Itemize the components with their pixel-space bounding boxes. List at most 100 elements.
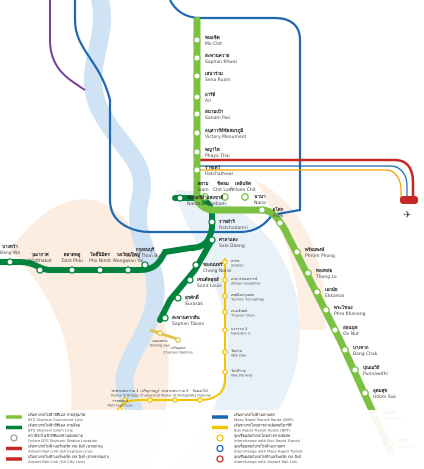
- station-name-thai: พร้อมพงษ์: [305, 246, 324, 253]
- silom-station[interactable]: [176, 194, 184, 202]
- sukhumvit-station[interactable]: [193, 166, 201, 174]
- brt-station-name-english: Wat Pariwat: [231, 374, 253, 378]
- silom-station[interactable]: [208, 218, 216, 226]
- sukhumvit-station[interactable]: [304, 269, 312, 277]
- station-name-english: Bang Chak: [353, 351, 378, 357]
- brt-station[interactable]: [222, 327, 228, 333]
- brt-station[interactable]: [172, 397, 178, 403]
- sukhumvit-station[interactable]: [193, 129, 201, 137]
- station-name-english: Ekkamai: [325, 293, 344, 299]
- brt-station-name-thai: นราราม 3: [231, 327, 247, 331]
- brt-station[interactable]: [147, 397, 153, 403]
- station-name-english: Ratchadamri: [219, 225, 248, 231]
- station-name-english: Saint Louis: [197, 283, 222, 289]
- station-name-thai: สยาม: [198, 181, 209, 187]
- sukhumvit-station[interactable]: [341, 346, 349, 354]
- sukhumvit-station[interactable]: [258, 206, 266, 214]
- silom-station[interactable]: [161, 314, 169, 322]
- gold-station-name-thai: เจริญนคร: [170, 346, 185, 350]
- silom-station[interactable]: [192, 261, 200, 269]
- legend-symbol: [216, 434, 224, 442]
- sukhumvit-station[interactable]: [313, 288, 321, 296]
- station-name-thai: กรุงธนบุรี: [136, 247, 155, 253]
- legend-label-thai: เส้นทางรถไฟฟ้าบีทีเอส สายสีลม: [28, 423, 81, 428]
- brt-station[interactable]: [222, 369, 228, 375]
- silom-station[interactable]: [36, 266, 44, 274]
- sukhumvit-station[interactable]: [193, 110, 201, 118]
- station-name-thai: ช่องนนทรี: [203, 262, 223, 268]
- brt-station[interactable]: [222, 277, 228, 283]
- watermark-blue-arc: [170, 190, 300, 469]
- sukhumvit-station[interactable]: [331, 326, 339, 334]
- station-name-english: Sanam Pao: [205, 115, 230, 121]
- brt-station[interactable]: [197, 397, 203, 403]
- brt-station-name-english: Thanon Chan: [230, 314, 255, 318]
- sukhumvit-station[interactable]: [193, 72, 201, 80]
- brt-station[interactable]: [222, 309, 228, 315]
- station-name-thai: เซนต์หลุยส์: [197, 276, 219, 283]
- sukhumvit-station[interactable]: [276, 219, 284, 227]
- silom-station[interactable]: [141, 261, 149, 269]
- brt-station-name-thai: ถนนจันทน์: [231, 309, 248, 313]
- brt-station[interactable]: [222, 349, 228, 355]
- gold-station[interactable]: [175, 337, 181, 343]
- legend-label-english: Airport Rail Link (SA Express Line): [28, 449, 93, 454]
- brt-station-name-thai: วัดดอกไม้: [192, 388, 208, 393]
- sukhumvit-station[interactable]: [221, 193, 229, 201]
- silom-station[interactable]: [124, 266, 132, 274]
- station-name-thai: พระโขนง: [334, 304, 353, 311]
- station-name-thai: บางจาก: [353, 345, 369, 351]
- silom-station[interactable]: [68, 266, 76, 274]
- legend-label-thai: สถานีรถไฟฟ้าบีทีเอสส่วนต่อขยาย: [28, 433, 83, 438]
- silom-station[interactable]: [96, 266, 104, 274]
- station-name-thai: เอกมัย: [325, 287, 338, 293]
- station-name-thai: สนามกีฬาแห่งชาติ: [187, 194, 223, 201]
- station-name-english: Ratchathewi: [205, 171, 233, 177]
- station-name-english: On Nut: [343, 331, 359, 337]
- brt-station-name-english: Nararam 3: [231, 332, 250, 336]
- sukhumvit-station[interactable]: [351, 366, 359, 374]
- legend-label-english: Future BTS Skytrain Station Location: [28, 438, 98, 443]
- brt-station-name-english: Wat Dan: [231, 354, 246, 358]
- airport-rail-link: [195, 158, 415, 198]
- gold-station-name-thai: คลองสาน: [152, 339, 168, 343]
- station-name-english: Chit Lom: [213, 187, 233, 193]
- silom-station[interactable]: [208, 236, 216, 244]
- sukhumvit-station[interactable]: [193, 54, 201, 62]
- legend-label-english: Airport Rail Link (SA City Line): [28, 459, 86, 464]
- station-name-english: Punnawithi: [363, 371, 388, 377]
- silom-station[interactable]: [186, 276, 194, 284]
- brt-station-name-english: Rama IX Bridge: [161, 394, 190, 398]
- sukhumvit-station[interactable]: [193, 36, 201, 44]
- brt-station-name-english: Wat Dokmai: [189, 394, 211, 398]
- station-name-thai: อุดมสุข: [373, 388, 387, 394]
- silom-station[interactable]: [6, 258, 14, 266]
- station-name-english: Mo Chit: [205, 41, 222, 47]
- sukhumvit-station[interactable]: [201, 193, 209, 201]
- station-name-thai: สะพานตากสิน: [172, 314, 201, 321]
- sukhumvit-station[interactable]: [193, 148, 201, 156]
- station-name-thai: สุรศักดิ์: [185, 293, 200, 301]
- legend-symbol: [216, 444, 224, 453]
- brt-station[interactable]: [222, 293, 228, 299]
- brt-station[interactable]: [222, 259, 228, 265]
- airport-terminal-marker: [400, 196, 418, 204]
- brt-station-name-thai: สาทร: [231, 259, 240, 263]
- silom-station[interactable]: [174, 294, 182, 302]
- sukhumvit-station[interactable]: [293, 248, 301, 256]
- sukhumvit-station[interactable]: [322, 306, 330, 314]
- station-name-thai: ราชดำริ: [219, 218, 235, 225]
- brt-station[interactable]: [122, 397, 128, 403]
- sukhumvit-station[interactable]: [193, 93, 201, 101]
- station-name-thai: สนามเป้า: [205, 108, 224, 115]
- sukhumvit-station[interactable]: [241, 193, 249, 201]
- gold-station[interactable]: [157, 330, 163, 336]
- station-name-thai: พญาไท: [205, 146, 220, 153]
- station-name-thai: วงเวียนใหญ่: [116, 251, 140, 258]
- legend-label-thai: เส้นทางรถไฟฟ้ามหานคร: [234, 412, 275, 417]
- station-name-english: Wutthakat: [28, 258, 52, 264]
- sukhumvit-station[interactable]: [361, 389, 369, 397]
- station-name-english: Talat Phlu: [60, 258, 83, 264]
